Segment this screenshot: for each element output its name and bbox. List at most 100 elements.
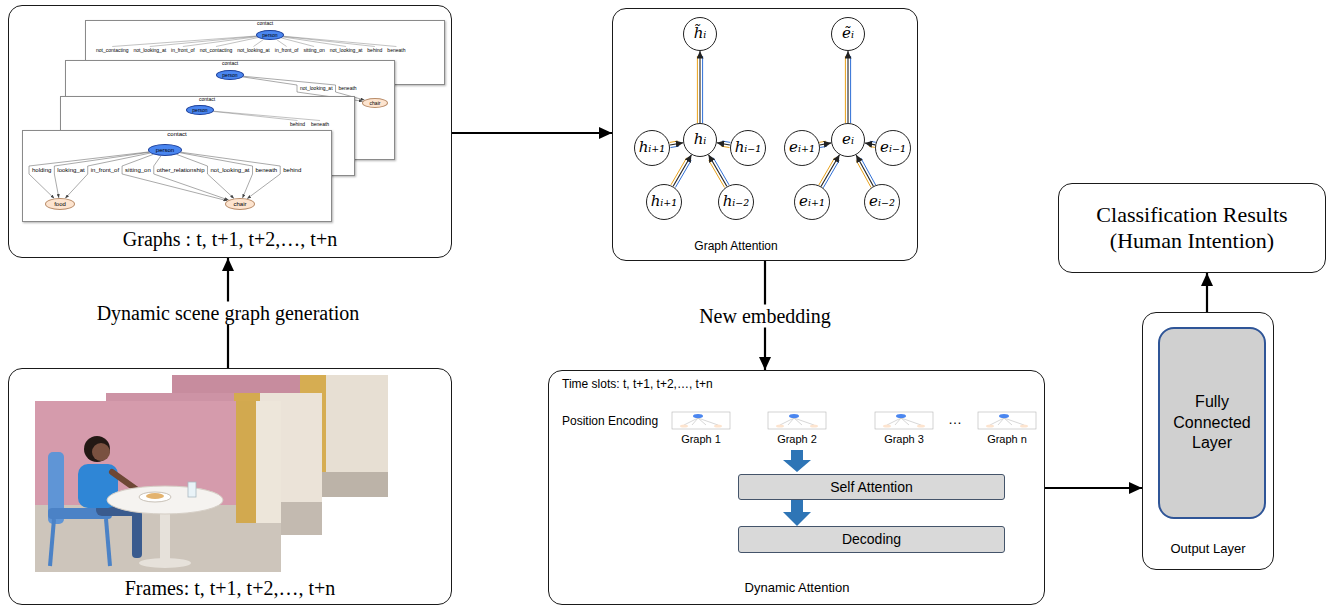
attention-strand — [823, 160, 839, 187]
caption-text: Graphs : t, t+1, t+2,…, t+n — [123, 228, 337, 251]
relation-label: not_looking_at — [237, 48, 270, 53]
thumbnail-node — [680, 424, 688, 427]
object-node: chair — [362, 98, 388, 108]
thumbnail-node — [986, 424, 994, 427]
connector-arrow — [670, 143, 683, 145]
connector-group — [1045, 488, 1142, 489]
embedding-node: hᵢ₊₁ — [634, 130, 671, 167]
text-slot: Time slots: t, t+1, t+2,…, t+n — [562, 377, 713, 391]
connector-group — [1207, 273, 1208, 312]
attention-strand — [697, 56, 698, 123]
relation-label: not_looking_at — [134, 48, 167, 53]
connector-group — [122, 154, 227, 200]
label-slot: not_looking_at — [237, 48, 270, 53]
label-slot: not_contacting — [96, 48, 129, 53]
edge-label-slot: other_relationship — [157, 167, 205, 173]
relation-label: in_front_of — [171, 48, 195, 53]
text-slot: contact — [257, 21, 273, 26]
label-slot: not_contacting — [200, 48, 233, 53]
text-slot: Fully Connected Layer — [1170, 392, 1254, 454]
text-slot: person — [156, 147, 174, 153]
text-slot: Classification Results (Human Intention) — [1073, 202, 1311, 255]
relation-line — [283, 37, 346, 47]
stage-box: Frames: t, t+1, t+2,…, t+n — [8, 368, 452, 605]
edge-label-slot: sitting_on — [125, 167, 151, 173]
text-slot: Graphs : t, t+1, t+2,…, t+n — [123, 228, 337, 251]
person-node: person — [216, 70, 244, 80]
edge-label-slot: beneath — [339, 86, 357, 91]
thumbnail-edges — [887, 418, 921, 425]
connector-arrow — [1206, 273, 1208, 312]
connector-arrow — [54, 152, 149, 198]
thumbnail-node — [693, 414, 703, 418]
edge-label: beneath — [256, 167, 278, 173]
text-slot: person — [262, 33, 277, 38]
connector-arrow — [177, 154, 234, 198]
connector-arrow — [1045, 487, 1142, 489]
connector-arrow — [122, 154, 227, 200]
connector-arrow — [181, 152, 280, 199]
block-arrow — [791, 500, 803, 512]
edge-label: Dynamic scene graph generation — [92, 302, 365, 325]
node-label: Decoding — [842, 531, 901, 548]
edge-label-slot: New embedding — [694, 304, 836, 327]
caption-text: Graph Attention — [694, 239, 777, 253]
chair-leg — [50, 519, 54, 566]
thumbnail-node — [810, 424, 818, 427]
process-box: Decoding — [738, 526, 1005, 553]
node-label: chair — [370, 101, 381, 106]
connector-group — [819, 155, 840, 188]
graph-thumbnail — [978, 412, 1036, 429]
embedding-node: eᵢ₋₁ — [875, 130, 911, 166]
thumbnail-node — [714, 424, 722, 427]
attention-strand — [675, 160, 691, 187]
label-slot: in_front_of — [275, 48, 299, 53]
thumbnail-node — [1020, 424, 1028, 427]
text-slot: eᵢ — [842, 131, 854, 148]
label-slot: behind — [290, 122, 305, 127]
relation-label: behind — [290, 122, 305, 127]
thumbnail-edges — [990, 418, 1024, 425]
frame-door — [236, 401, 256, 523]
relation-label: not_contacting — [200, 48, 233, 53]
thumbnail-edges — [684, 418, 718, 425]
table-base — [139, 558, 191, 568]
text-slot: person — [192, 108, 207, 113]
edge-label: beneath — [339, 86, 357, 91]
node-label: chair — [233, 201, 246, 207]
connector-arrow — [856, 155, 873, 186]
person-node: person — [256, 30, 284, 40]
label-slot: Graph n — [987, 433, 1027, 446]
text-slot: eᵢ₋₂ — [869, 193, 895, 210]
text-slot: Output Layer — [1170, 541, 1245, 557]
text-slot: ẽᵢ — [842, 25, 854, 42]
connector-group — [181, 152, 280, 199]
connector-arrow — [673, 155, 691, 186]
relation-label: not_looking_at — [330, 48, 363, 53]
connector-group — [29, 152, 149, 199]
person-face — [92, 443, 110, 461]
text-slot: hᵢ — [694, 131, 707, 148]
caption-text: contact — [222, 61, 238, 66]
edge-label: not_looking_at — [300, 86, 333, 91]
text-slot: hᵢ₋₁ — [735, 139, 762, 156]
person-node: person — [186, 105, 214, 115]
attention-strand — [670, 141, 678, 142]
attention-strand — [869, 146, 875, 147]
connector-group — [670, 141, 684, 148]
label-slot: beneath — [311, 122, 329, 127]
relation-line — [112, 36, 256, 47]
embedding-node: h̃ᵢ — [683, 17, 717, 51]
node-label: hᵢ₊₁ — [651, 193, 678, 210]
connector-arrow — [865, 143, 876, 145]
text-slot: Self Attention — [830, 479, 913, 496]
connector-arrow — [180, 153, 252, 198]
person-leg — [132, 506, 142, 558]
edge-label-slot: holding — [32, 167, 51, 173]
caption-text: contact — [167, 131, 186, 137]
attention-strand — [856, 161, 871, 188]
attention-strand — [670, 146, 678, 147]
relation-line — [216, 38, 258, 47]
chair-leg — [106, 519, 110, 566]
